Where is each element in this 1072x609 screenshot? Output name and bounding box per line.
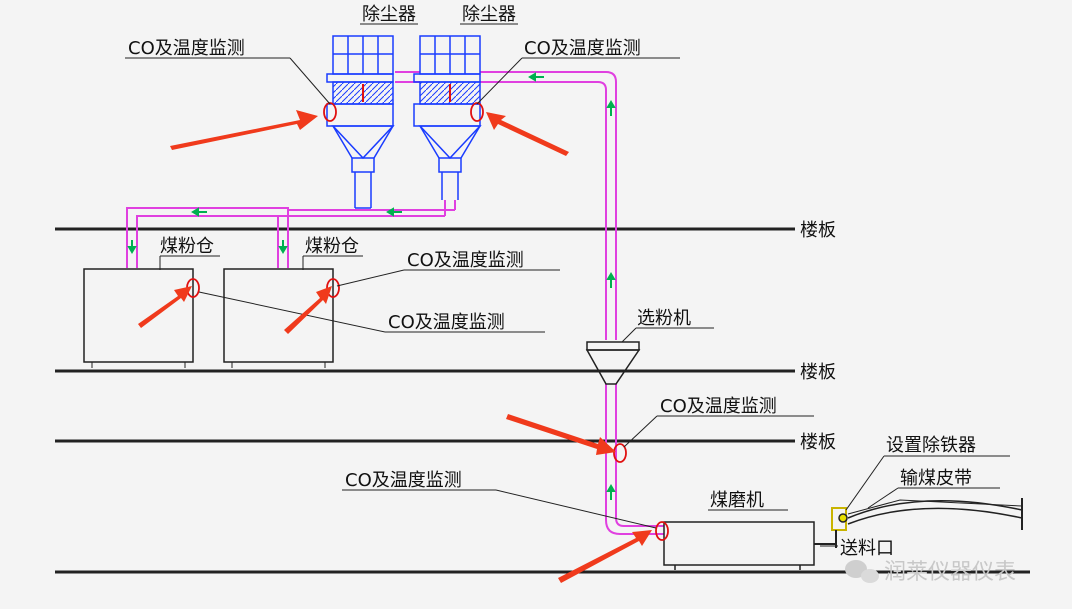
label-co-monitor-bin-upper: CO及温度监测: [407, 250, 524, 271]
pipe-bins-d: [287, 209, 455, 268]
label-co-monitor-bin-lower: CO及温度监测: [388, 312, 505, 333]
label-coal-bin-2: 煤粉仓: [305, 236, 359, 257]
dust-collector-2: [413, 35, 482, 200]
label-dust-collector-2: 除尘器: [462, 4, 516, 25]
label-coal-bin-1: 煤粉仓: [160, 236, 214, 257]
arrow-pipe: [506, 414, 616, 455]
co-marker-collector-2: [470, 102, 484, 122]
co-marker-pipe: [613, 443, 627, 463]
label-co-monitor-top-right: CO及温度监测: [524, 38, 641, 59]
label-iron-remover: 设置除铁器: [886, 435, 976, 456]
label-separator: 选粉机: [637, 308, 691, 329]
coal-bins: [83, 268, 334, 368]
pipe-separator-to-collectors-a: [480, 81, 607, 340]
label-floor-2: 楼板: [800, 362, 836, 383]
arrow-bin-2: [284, 286, 332, 334]
label-co-monitor-pipe: CO及温度监测: [660, 396, 777, 417]
pipe-bins-b: [136, 215, 278, 268]
separator: [585, 341, 641, 385]
flow-arrows: [127, 72, 616, 500]
coal-bin-1: [83, 268, 194, 363]
watermark-text: 润莱仪器仪表: [884, 560, 1016, 585]
co-marker-collector-1: [323, 102, 337, 122]
coal-bin-2: [223, 268, 334, 363]
callout-arrows: [138, 110, 652, 583]
pipe-bins-c: [277, 215, 445, 268]
label-mill: 煤磨机: [710, 490, 764, 511]
label-floor-3: 楼板: [800, 432, 836, 453]
arrow-collector-1: [170, 110, 318, 150]
pipe-mill-to-separator-a: [605, 384, 664, 535]
arrow-mill: [558, 530, 652, 583]
label-feed-port: 送料口: [840, 538, 894, 559]
label-dust-collector-1: 除尘器: [362, 4, 416, 25]
wechat-icon: [845, 560, 879, 583]
label-belt: 输煤皮带: [900, 468, 972, 489]
label-co-monitor-top-left: CO及温度监测: [128, 38, 245, 59]
pipe-mill-to-separator-b: [615, 384, 664, 527]
coal-mill: [663, 521, 815, 570]
label-floor-1: 楼板: [800, 220, 836, 241]
watermark: 润莱仪器仪表: [845, 560, 1016, 585]
dust-collector-1: [326, 35, 395, 209]
feeder-belt: [814, 498, 1023, 548]
pipe-separator-to-collectors-b: [480, 71, 617, 340]
labels: 除尘器 除尘器 CO及温度监测 CO及温度监测 煤粉仓 煤粉仓 CO及温度监测 …: [128, 4, 976, 559]
leader-lines: [125, 23, 1010, 547]
label-co-monitor-mill: CO及温度监测: [345, 470, 462, 491]
floor-lines: [55, 227, 1030, 574]
arrow-bin-1: [138, 286, 192, 328]
co-marker-mill: [655, 521, 669, 541]
arrow-collector-2: [486, 112, 569, 156]
